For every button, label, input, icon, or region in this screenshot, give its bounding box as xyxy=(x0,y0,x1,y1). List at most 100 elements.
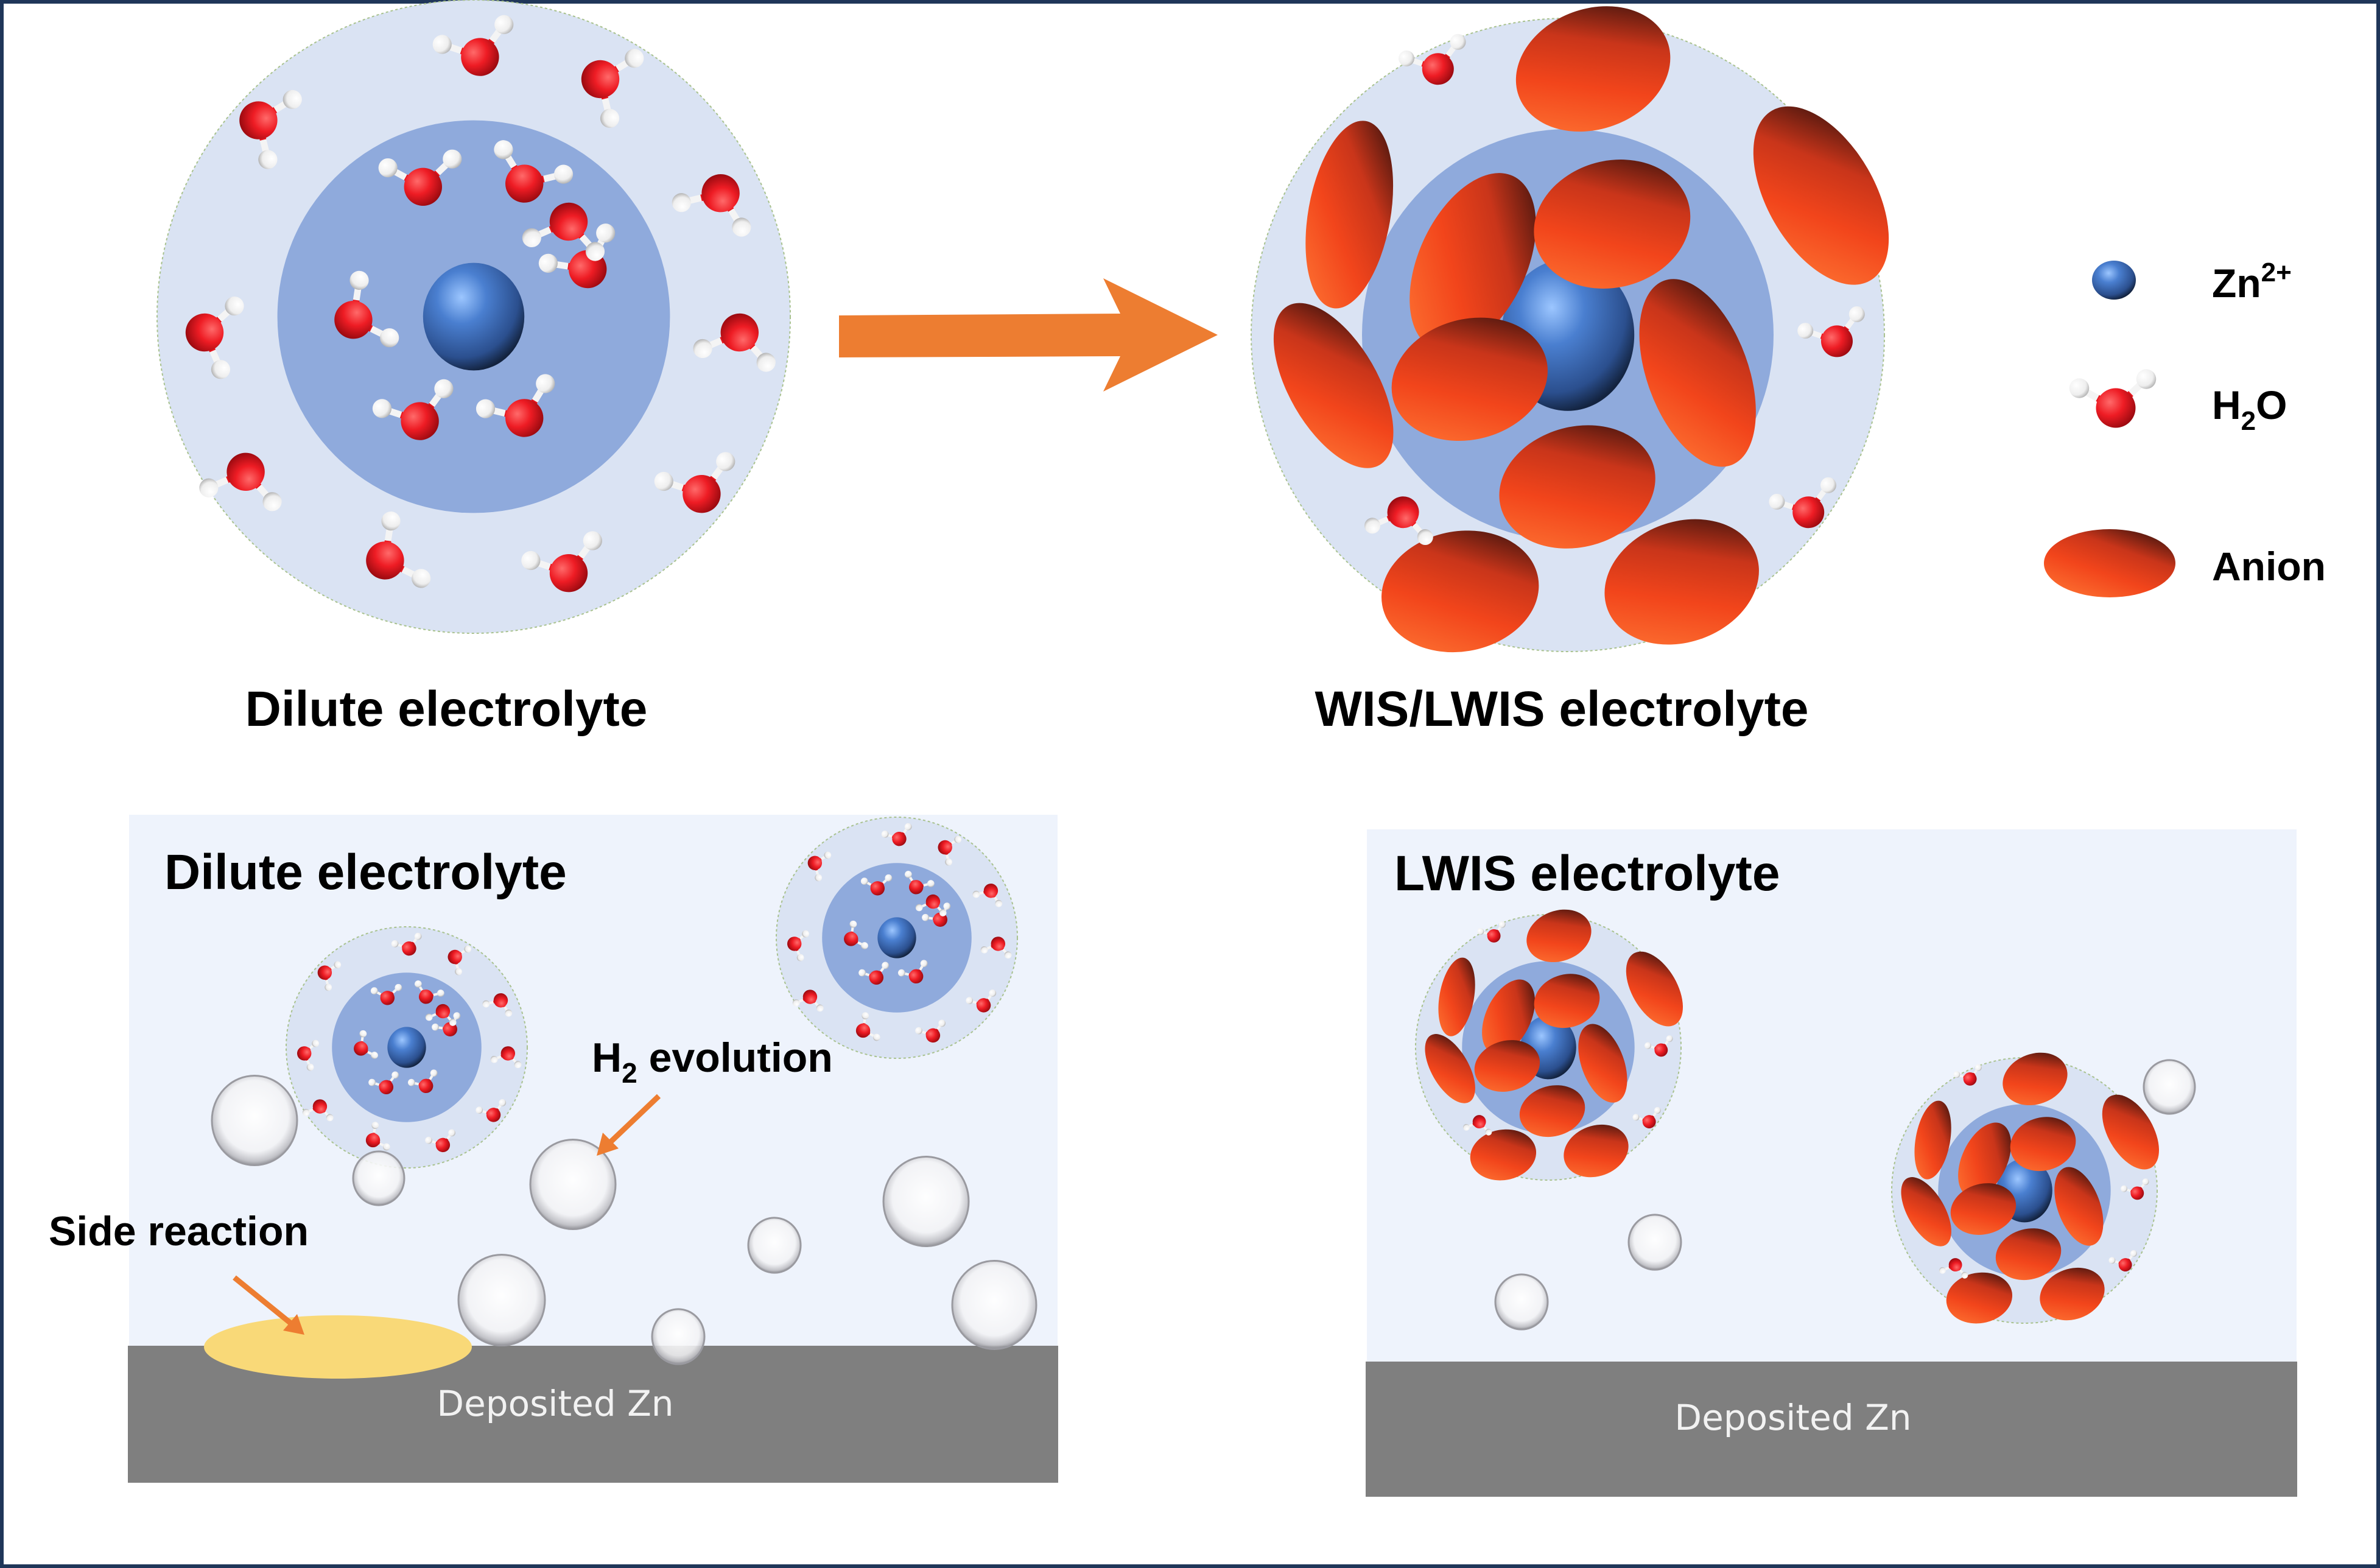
hydrogen-atom xyxy=(312,1039,319,1047)
oxygen-atom xyxy=(461,38,499,76)
water-molecule-icon xyxy=(372,379,454,440)
hydrogen-atom xyxy=(391,1071,399,1079)
anion-icon xyxy=(1381,530,1539,653)
hydrogen-atom xyxy=(522,228,541,248)
anion-icon xyxy=(1604,519,1759,645)
zn-ion-icon xyxy=(387,1027,426,1068)
hydrogen-atom xyxy=(1462,1123,1470,1131)
lwis-substrate-label: Deposited Zn xyxy=(1674,1397,1911,1438)
hydrogen-atom xyxy=(553,164,574,184)
water-molecule-icon xyxy=(476,374,555,437)
h2-bubble xyxy=(651,1308,706,1365)
arrow-shape xyxy=(839,278,1218,392)
water-molecule-icon xyxy=(1364,496,1433,546)
oxygen-atom xyxy=(297,1046,312,1061)
oxygen-atom xyxy=(807,856,823,870)
anion-icon xyxy=(1474,1040,1540,1092)
water-molecule-icon xyxy=(366,512,431,588)
water-molecule-icon xyxy=(521,531,602,592)
anion-icon xyxy=(1995,1228,2062,1281)
oxygen-atom xyxy=(892,831,907,846)
legend-label-subscript: 2 xyxy=(2241,406,2256,436)
hydrogen-atom xyxy=(860,877,868,885)
hydrogen-atom xyxy=(672,193,691,213)
anion-icon xyxy=(1499,425,1655,549)
oxygen-atom xyxy=(855,1023,871,1038)
water-molecule-icon xyxy=(425,1129,456,1153)
hydrogen-atom xyxy=(2130,1250,2137,1257)
anion-icon xyxy=(1639,279,1756,467)
zn-ion-icon xyxy=(423,262,525,371)
wis-solvation-structure xyxy=(1251,6,1889,653)
hydrogen-atom xyxy=(2136,369,2157,389)
hydrogen-atom xyxy=(514,1061,522,1069)
water-molecule-icon xyxy=(378,149,462,206)
oxygen-atom xyxy=(401,402,439,440)
water-molecule-icon xyxy=(476,1099,507,1122)
hydrogen-atom xyxy=(443,149,462,169)
legend-label-main: H xyxy=(2212,382,2241,427)
oxygen-atom xyxy=(486,1108,501,1122)
hydrogen-atom xyxy=(583,531,602,550)
hydrogen-atom xyxy=(505,1009,513,1017)
anion-icon xyxy=(1914,1100,1951,1180)
legend-label-0: Zn2+ xyxy=(2212,258,2292,306)
water-molecule-icon xyxy=(922,902,951,927)
hydrogen-atom xyxy=(802,930,809,938)
hydrogen-atom xyxy=(448,1129,456,1137)
oxygen-atom xyxy=(1472,1115,1486,1128)
hydrogen-atom xyxy=(756,353,776,372)
hydrogen-atom xyxy=(302,1109,310,1116)
hydrogen-atom xyxy=(395,983,402,991)
hydrogen-atom xyxy=(412,569,431,588)
hydrogen-atom xyxy=(434,379,454,398)
dilute-solvation-structure xyxy=(156,0,791,634)
anion-icon xyxy=(1425,1034,1475,1103)
hydrogen-atom xyxy=(2121,1185,2128,1192)
side-reaction-product xyxy=(204,1315,472,1379)
hydrogen-atom xyxy=(939,909,947,916)
hydrogen-atom xyxy=(306,1063,314,1071)
anion-icon xyxy=(2003,1052,2068,1106)
oxygen-atom xyxy=(925,894,941,909)
h2-label-prefix: H xyxy=(592,1035,622,1081)
oxygen-atom xyxy=(581,60,620,99)
hydrogen-atom xyxy=(2142,1178,2149,1186)
hydrogen-atom xyxy=(824,851,832,859)
oxygen-atom xyxy=(448,949,462,965)
anion-icon xyxy=(1753,106,1889,285)
lwis-panel-title: LWIS electrolyte xyxy=(1394,846,1780,901)
hydrogen-atom xyxy=(325,983,332,991)
h2-bubble xyxy=(529,1139,617,1230)
side-reaction-pointer-head xyxy=(283,1314,304,1335)
deposited-zn-substrate xyxy=(1366,1362,2297,1497)
water-molecule-icon xyxy=(522,202,605,261)
oxygen-atom xyxy=(908,880,924,895)
anion-icon xyxy=(1515,6,1671,132)
hydrogen-atom xyxy=(378,158,398,178)
anion-icon xyxy=(1534,974,1600,1028)
water-molecule-icon xyxy=(365,1122,390,1151)
anion-icon xyxy=(1438,957,1475,1036)
dilute-solvation-shell xyxy=(156,0,791,634)
hydrogen-atom xyxy=(1450,33,1466,50)
h2-bubble xyxy=(747,1217,802,1274)
hydrogen-atom xyxy=(349,270,369,290)
hydrogen-atom xyxy=(927,880,935,887)
oxygen-atom xyxy=(683,475,721,513)
hydrogen-atom xyxy=(980,946,988,954)
hydrogen-atom xyxy=(943,902,951,910)
h2-label-suffix: evolution xyxy=(637,1035,833,1081)
oxygen-atom xyxy=(380,991,395,1005)
hydrogen-atom xyxy=(1769,493,1785,510)
dilute-panel-title: Dilute electrolyte xyxy=(164,845,567,900)
hydrogen-atom xyxy=(1975,1064,1982,1071)
oxygen-atom xyxy=(379,1080,394,1095)
anion-icon xyxy=(2054,1167,2104,1246)
hydrogen-atom xyxy=(654,471,673,491)
hydrogen-atom xyxy=(430,1069,438,1077)
water-molecule-icon xyxy=(693,313,776,372)
hydrogen-atom xyxy=(792,999,800,1007)
hydrogen-atom xyxy=(716,452,735,471)
